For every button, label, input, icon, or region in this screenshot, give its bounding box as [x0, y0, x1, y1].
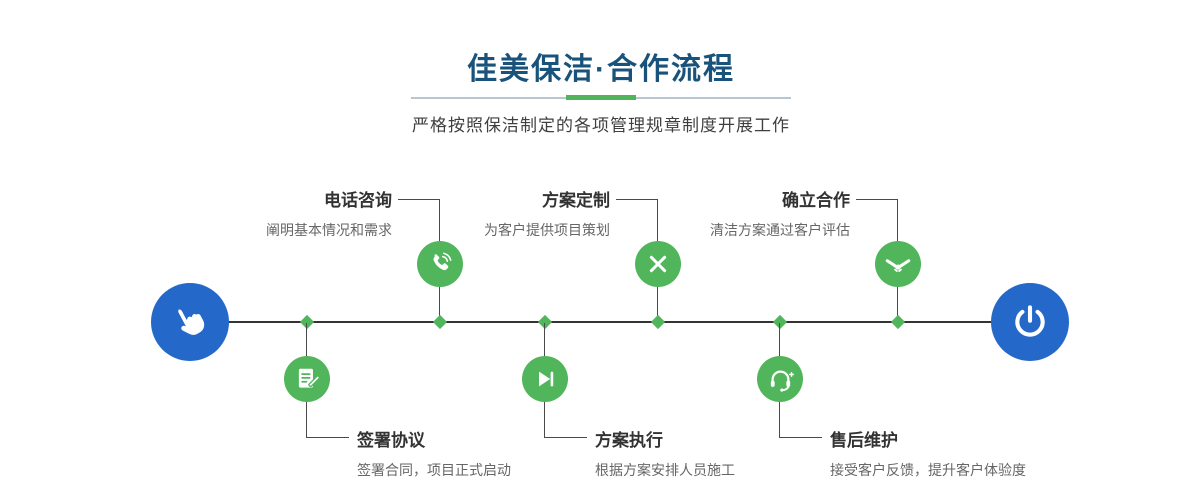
timeline-diamond [537, 314, 553, 330]
timeline-line [190, 321, 1030, 323]
title-divider-accent [566, 95, 636, 100]
connector-line [856, 199, 898, 200]
pointing-hand-icon [163, 295, 217, 349]
step-desc: 签署合同，项目正式启动 [357, 462, 511, 478]
connector-line [616, 199, 658, 200]
step-label: 方案执行 根据方案安排人员施工 [595, 426, 735, 480]
headset-icon [767, 366, 794, 393]
connector-line [398, 199, 440, 200]
step-title: 方案定制 [542, 191, 610, 210]
step-title: 电话咨询 [324, 191, 392, 210]
step-desc: 清洁方案通过客户评估 [710, 222, 850, 238]
step-desc: 为客户提供项目策划 [484, 222, 610, 238]
timeline-diamond [772, 314, 788, 330]
connector-line [307, 437, 349, 438]
timeline-diamond [432, 314, 448, 330]
connector-line [657, 287, 658, 321]
step-node [875, 241, 921, 287]
step-desc: 阐明基本情况和需求 [266, 222, 392, 238]
step-title: 售后维护 [830, 431, 898, 450]
step-label: 方案定制 为客户提供项目策划 [484, 186, 610, 240]
power-icon [1011, 303, 1049, 341]
step-node [757, 356, 803, 402]
connector-line [897, 287, 898, 321]
step-label: 确立合作 清洁方案通过客户评估 [710, 186, 850, 240]
connector-line [779, 402, 780, 438]
connector-line [439, 200, 440, 241]
step-node [522, 356, 568, 402]
step-label: 电话咨询 阐明基本情况和需求 [266, 186, 392, 240]
step-title: 方案执行 [595, 431, 663, 450]
step-label: 售后维护 接受客户反馈，提升客户体验度 [830, 426, 1026, 480]
step-node [635, 241, 681, 287]
step-title: 签署协议 [357, 431, 425, 450]
contract-icon [294, 366, 320, 392]
step-label: 签署协议 签署合同，项目正式启动 [357, 426, 511, 480]
play-next-icon [532, 366, 558, 392]
design-tools-icon [645, 251, 671, 277]
connector-line [306, 402, 307, 438]
step-desc: 根据方案安排人员施工 [595, 462, 735, 478]
page-subtitle: 严格按照保洁制定的各项管理规章制度开展工作 [412, 116, 790, 135]
connector-line [544, 402, 545, 438]
step-node [284, 356, 330, 402]
connector-line [897, 200, 898, 241]
connector-line [780, 437, 822, 438]
page-title: 佳美保洁·合作流程 [467, 53, 735, 86]
timeline-end-node [991, 283, 1069, 361]
step-desc: 接受客户反馈，提升客户体验度 [830, 462, 1026, 478]
connector-line [306, 323, 307, 356]
step-node [417, 241, 463, 287]
step-title: 确立合作 [782, 191, 850, 210]
connector-line [779, 323, 780, 356]
handshake-icon [884, 250, 912, 278]
connector-line [439, 287, 440, 321]
timeline-diamond [650, 314, 666, 330]
timeline-diamond [890, 314, 906, 330]
connector-line [544, 323, 545, 356]
connector-line [545, 437, 587, 438]
connector-line [657, 200, 658, 241]
timeline-diamond [299, 314, 315, 330]
phone-icon [427, 251, 453, 277]
timeline-start-node [151, 283, 229, 361]
